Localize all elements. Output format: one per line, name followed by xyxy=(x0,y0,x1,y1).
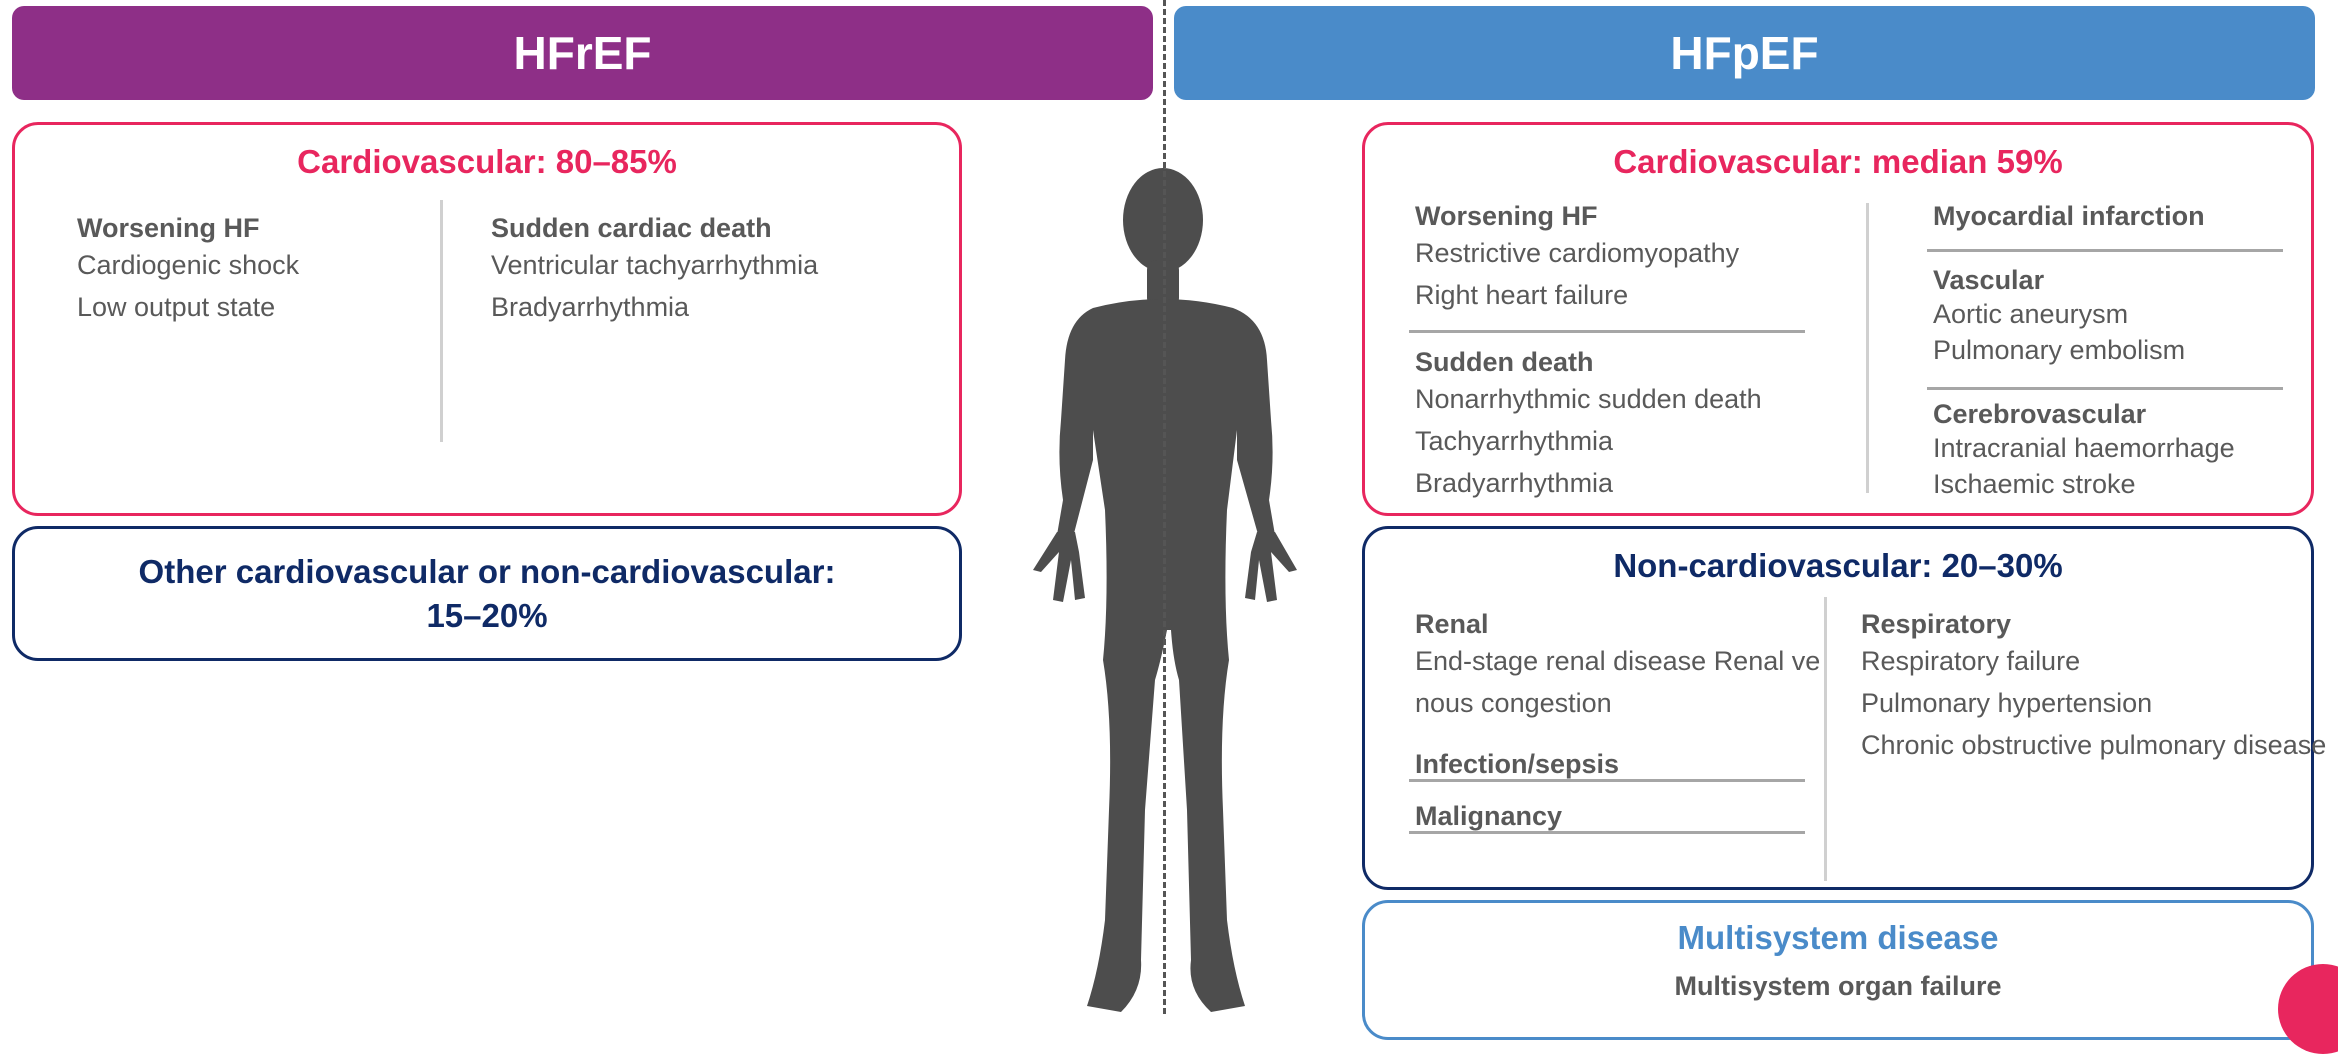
column-divider xyxy=(1866,203,1869,493)
hfpef-sudden-heading: Sudden death xyxy=(1415,347,1762,378)
hfpef-cardiovascular-box: Cardiovascular: median 59% Worsening HF … xyxy=(1362,122,2314,516)
column-divider xyxy=(440,200,443,442)
hfpef-renal-item: nous congestion xyxy=(1415,682,1820,724)
hfpef-cerebro-group: Cerebrovascular Intracranial haemorrhage… xyxy=(1933,399,2235,502)
hfref-other-box: Other cardiovascular or non-cardiovascul… xyxy=(12,526,962,661)
center-divider xyxy=(1163,0,1166,1014)
hfpef-respiratory-item: Respiratory failure xyxy=(1861,640,2326,682)
hfpef-vascular-item: Aortic aneurysm xyxy=(1933,296,2185,332)
hfref-banner: HFrEF xyxy=(12,6,1153,100)
hfpef-worsening-group: Worsening HF Restrictive cardiomyopathy … xyxy=(1415,201,1739,316)
hfpef-respiratory-item: Chronic obstructive pulmonary disease xyxy=(1861,724,2326,766)
hfref-banner-title: HFrEF xyxy=(514,26,652,80)
hfpef-malignancy-heading: Malignancy xyxy=(1415,801,1562,832)
section-rule xyxy=(1409,779,1805,782)
hfref-cardiovascular-box: Cardiovascular: 80–85% Worsening HF Card… xyxy=(12,122,962,516)
hfpef-respiratory-heading: Respiratory xyxy=(1861,609,2326,640)
hfref-other-title-line1: Other cardiovascular or non-cardiovascul… xyxy=(15,553,959,591)
hfpef-multi-title: Multisystem disease xyxy=(1365,919,2311,957)
section-rule xyxy=(1927,249,2283,252)
hfpef-vascular-item: Pulmonary embolism xyxy=(1933,332,2185,368)
column-divider xyxy=(1824,597,1827,881)
hfpef-vascular-group: Vascular Aortic aneurysm Pulmonary embol… xyxy=(1933,265,2185,368)
hfpef-sudden-item: Tachyarrhythmia xyxy=(1415,420,1762,462)
hfref-sudden-heading: Sudden cardiac death xyxy=(491,213,818,244)
hfpef-renal-group: Renal End-stage renal disease Renal ve n… xyxy=(1415,609,1820,724)
hfref-other-title-line2: 15–20% xyxy=(15,597,959,635)
hfpef-respiratory-item: Pulmonary hypertension xyxy=(1861,682,2326,724)
hfpef-sudden-item: Nonarrhythmic sudden death xyxy=(1415,378,1762,420)
hfref-worsening-item: Low output state xyxy=(77,286,299,328)
human-silhouette-icon xyxy=(975,160,1375,1014)
hfpef-vascular-heading: Vascular xyxy=(1933,265,2185,296)
hfpef-banner-title: HFpEF xyxy=(1670,26,1818,80)
hfpef-multi-item: Multisystem organ failure xyxy=(1365,971,2311,1002)
hfpef-banner: HFpEF xyxy=(1174,6,2315,100)
section-rule xyxy=(1927,387,2283,390)
hfpef-sudden-group: Sudden death Nonarrhythmic sudden death … xyxy=(1415,347,1762,504)
hfpef-worsening-item: Restrictive cardiomyopathy xyxy=(1415,232,1739,274)
hfpef-worsening-item: Right heart failure xyxy=(1415,274,1739,316)
hfref-sudden-item: Ventricular tachyarrhythmia xyxy=(491,244,818,286)
section-rule xyxy=(1409,831,1805,834)
hfpef-noncv-title: Non-cardiovascular: 20–30% xyxy=(1365,547,2311,585)
hfpef-cerebro-item: Ischaemic stroke xyxy=(1933,466,2235,502)
hfref-worsening-group: Worsening HF Cardiogenic shock Low outpu… xyxy=(77,213,299,328)
hfpef-infection-heading: Infection/sepsis xyxy=(1415,749,1619,780)
hfpef-multisystem-box: Multisystem disease Multisystem organ fa… xyxy=(1362,900,2314,1040)
hfpef-renal-heading: Renal xyxy=(1415,609,1820,640)
hfpef-sudden-item: Bradyarrhythmia xyxy=(1415,462,1762,504)
section-rule xyxy=(1409,330,1805,333)
hfpef-cerebro-item: Intracranial haemorrhage xyxy=(1933,430,2235,466)
hfpef-worsening-heading: Worsening HF xyxy=(1415,201,1739,232)
hfpef-cerebro-heading: Cerebrovascular xyxy=(1933,399,2235,430)
hfref-cv-title: Cardiovascular: 80–85% xyxy=(15,143,959,181)
hfpef-mi-heading: Myocardial infarction xyxy=(1933,201,2205,232)
hfref-sudden-group: Sudden cardiac death Ventricular tachyar… xyxy=(491,213,818,328)
hfpef-noncardiovascular-box: Non-cardiovascular: 20–30% Renal End-sta… xyxy=(1362,526,2314,890)
hfpef-respiratory-group: Respiratory Respiratory failure Pulmonar… xyxy=(1861,609,2326,766)
hfpef-renal-item: End-stage renal disease Renal ve xyxy=(1415,640,1820,682)
hfref-sudden-item: Bradyarrhythmia xyxy=(491,286,818,328)
hfpef-cv-title: Cardiovascular: median 59% xyxy=(1365,143,2311,181)
hfref-worsening-heading: Worsening HF xyxy=(77,213,299,244)
hfref-worsening-item: Cardiogenic shock xyxy=(77,244,299,286)
